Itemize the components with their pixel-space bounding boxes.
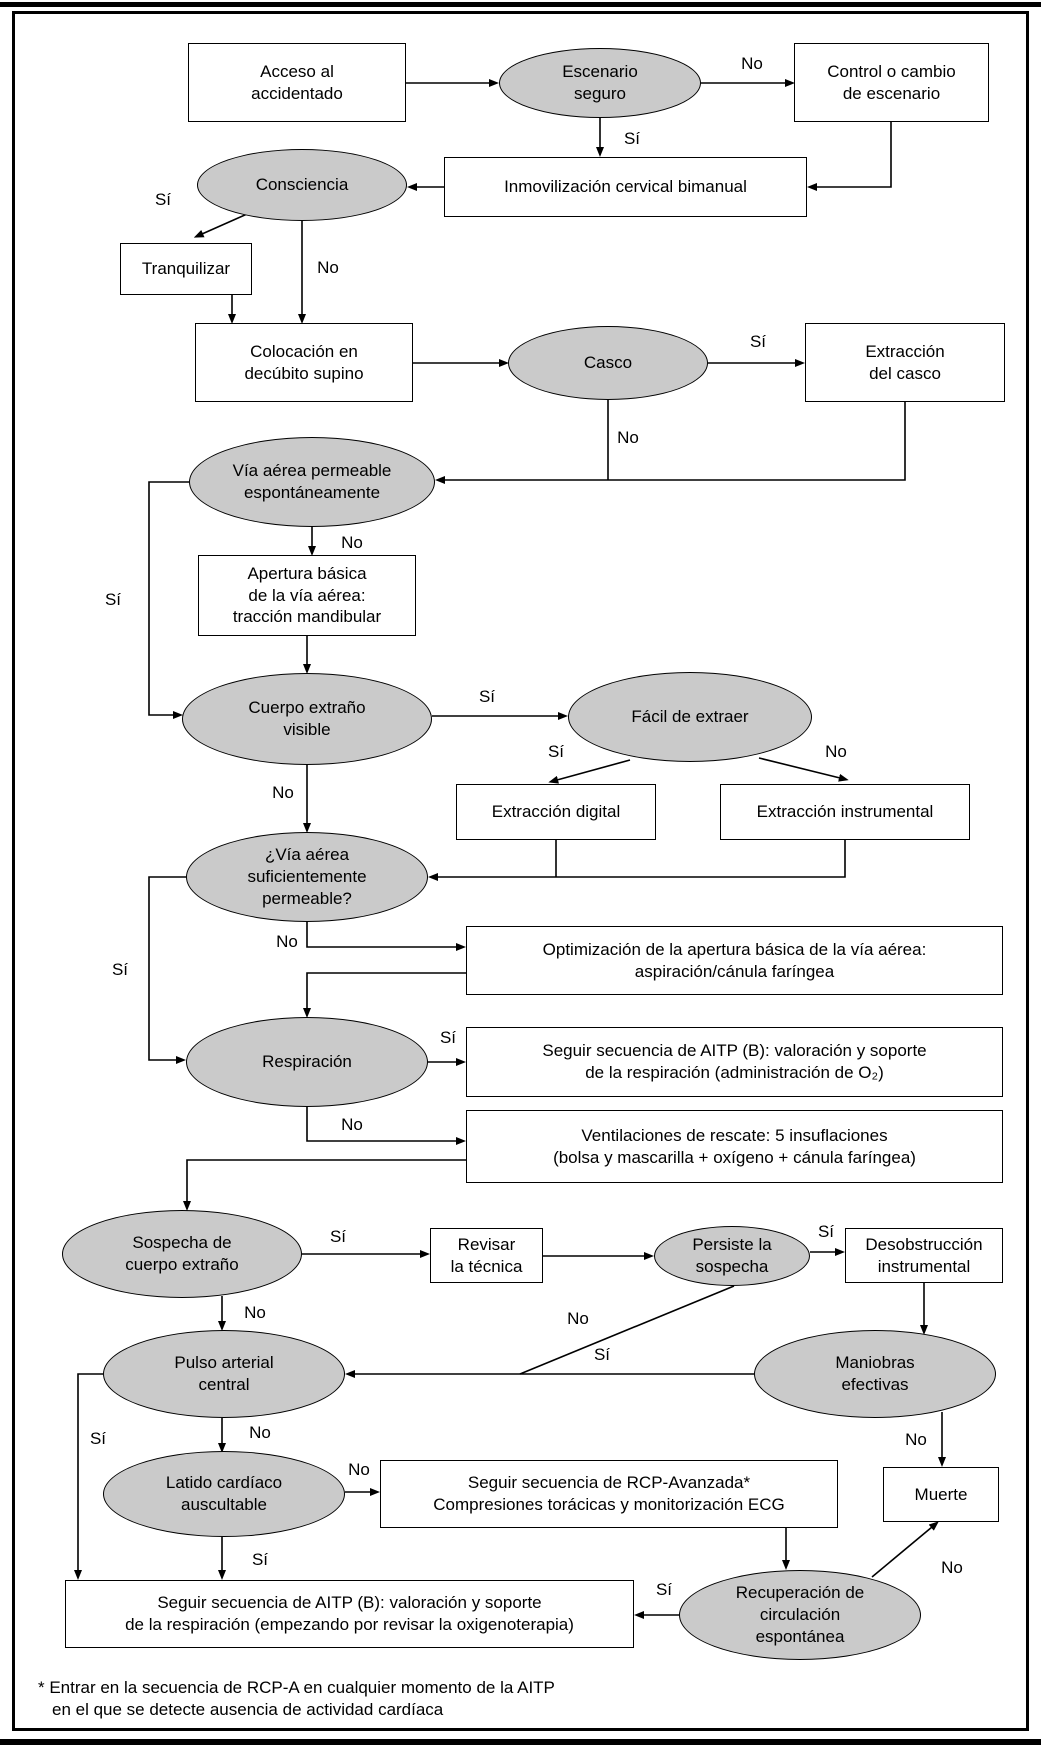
- edge-label-consciencia-no: No: [317, 258, 339, 277]
- edge-label-casco-no: No: [617, 428, 639, 447]
- node-revisar-tecnica: Revisar la técnica: [430, 1228, 543, 1283]
- edge-label-facil-no: No: [825, 742, 847, 761]
- edge-optimizacion-respiracion: [303, 972, 466, 1018]
- node-optimizacion-apertura: Optimización de la apertura básica de la…: [466, 926, 1003, 995]
- node-via-aerea-permeable: Vía aérea permeable espontáneamente: [189, 437, 435, 527]
- edge-label-suficiente-si: Sí: [111, 960, 129, 979]
- edge-respiracion-ventilaciones-no: [306, 1107, 466, 1145]
- node-acceso-accidentado: Acceso al accidentado: [188, 43, 406, 122]
- edge-label-escenario-si: Sí: [623, 129, 641, 148]
- node-colocacion-decubito: Colocación en decúbito supino: [195, 323, 413, 402]
- edge-persiste-no-diagonal: [519, 1285, 735, 1375]
- node-casco: Casco: [508, 326, 708, 400]
- bottom-rule: [0, 1739, 1041, 1745]
- edge-extraccioncasco-viaaerea: [435, 402, 906, 484]
- edge-ventilaciones-sospecha: [183, 1159, 466, 1211]
- node-respiracion: Respiración: [186, 1017, 428, 1107]
- figure-border: [12, 11, 1029, 1731]
- node-apertura-basica: Apertura básica de la vía aérea: tracció…: [198, 555, 416, 636]
- node-ventilaciones-rescate: Ventilaciones de rescate: 5 insuflacione…: [466, 1110, 1003, 1183]
- edge-label-persiste-si: Sí: [817, 1222, 835, 1241]
- node-facil-de-extraer: Fácil de extraer: [568, 672, 812, 762]
- footnote-line-2: en el que se detecte ausencia de activid…: [52, 1700, 444, 1719]
- node-pulso-arterial-central: Pulso arterial central: [103, 1330, 345, 1418]
- node-seguir-aitp-b-oxigeno: Seguir secuencia de AITP (B): valoración…: [466, 1027, 1003, 1097]
- edge-facil-instrumental-no: [758, 757, 849, 782]
- edge-label-sospecha-no: No: [244, 1303, 266, 1322]
- edge-instrumental-suficiente: [428, 840, 846, 881]
- node-rcp-avanzada: Seguir secuencia de RCP-Avanzada* Compre…: [380, 1460, 838, 1528]
- node-maniobras-efectivas: Maniobras efectivas: [754, 1330, 996, 1418]
- edge-label-viaaerea-no: No: [341, 533, 363, 552]
- top-rule: [0, 2, 1041, 7]
- edge-suficiente-optimizacion-no: [306, 922, 466, 951]
- edge-label-consciencia-si: Sí: [154, 190, 172, 209]
- edge-label-respiracion-si: Sí: [439, 1028, 457, 1047]
- node-desobstruccion-instrumental: Desobstrucción instrumental: [845, 1228, 1003, 1283]
- node-latido-cardiaco: Latido cardíaco auscultable: [103, 1451, 345, 1537]
- node-consciencia: Consciencia: [197, 149, 407, 221]
- edge-label-respiracion-no: No: [341, 1115, 363, 1134]
- node-recuperacion-circulacion: Recuperación de circulación espontánea: [679, 1570, 921, 1660]
- edge-label-maniobras-si: Sí: [593, 1345, 611, 1364]
- footnote-line-1: * Entrar en la secuencia de RCP-A en cua…: [38, 1678, 555, 1697]
- edge-label-latido-si: Sí: [251, 1550, 269, 1569]
- node-persiste-sospecha: Persiste la sospecha: [654, 1226, 810, 1286]
- edge-label-suficiente-no: No: [276, 932, 298, 951]
- edge-facil-digital-si: [548, 759, 631, 784]
- node-escenario-seguro: Escenario seguro: [499, 48, 701, 118]
- edge-label-persiste-no: No: [567, 1309, 589, 1328]
- edge-label-casco-si: Sí: [749, 332, 767, 351]
- edge-label-facil-si: Sí: [547, 742, 565, 761]
- edge-label-cuerpo-si: Sí: [478, 687, 496, 706]
- node-tranquilizar: Tranquilizar: [120, 243, 252, 295]
- edge-label-escenario-no: No: [741, 54, 763, 73]
- edge-suficiente-respiracion-si-bypass: [148, 876, 186, 1064]
- node-cuerpo-extrano-visible: Cuerpo extraño visible: [182, 673, 432, 765]
- edge-label-viaaerea-si: Sí: [104, 590, 122, 609]
- node-seguir-aitp-b-oxigenoterapia: Seguir secuencia de AITP (B): valoración…: [65, 1580, 634, 1648]
- node-control-cambio-escenario: Control o cambio de escenario: [794, 43, 989, 122]
- edge-label-sospecha-si: Sí: [329, 1227, 347, 1246]
- edge-recuperacion-muerte-no: [871, 1521, 939, 1578]
- node-sospecha-cuerpo-extrano: Sospecha de cuerpo extraño: [62, 1210, 302, 1298]
- edge-viaaerea-cuerpo-si-bypass: [148, 481, 189, 719]
- edge-label-recuperacion-si: Sí: [655, 1580, 673, 1599]
- node-via-aerea-suficiente: ¿Vía aérea suficientemente permeable?: [186, 832, 428, 922]
- node-inmovilizacion-cervical: Inmovilización cervical bimanual: [444, 157, 807, 217]
- edge-label-pulso-si: Sí: [89, 1429, 107, 1448]
- node-extraccion-digital: Extracción digital: [456, 784, 656, 840]
- edge-control-inmovilizacion: [807, 122, 892, 191]
- edge-label-pulso-no: No: [249, 1423, 271, 1442]
- edge-label-latido-no: No: [348, 1460, 370, 1479]
- edge-label-recuperacion-no: No: [941, 1558, 963, 1577]
- edge-label-maniobras-no: No: [905, 1430, 927, 1449]
- node-muerte: Muerte: [883, 1467, 999, 1522]
- node-extraccion-instrumental: Extracción instrumental: [720, 784, 970, 840]
- edge-pulso-seguiraitpb2-si-bypass: [74, 1373, 103, 1580]
- edge-label-cuerpo-no: No: [272, 783, 294, 802]
- node-extraccion-casco: Extracción del casco: [805, 323, 1005, 402]
